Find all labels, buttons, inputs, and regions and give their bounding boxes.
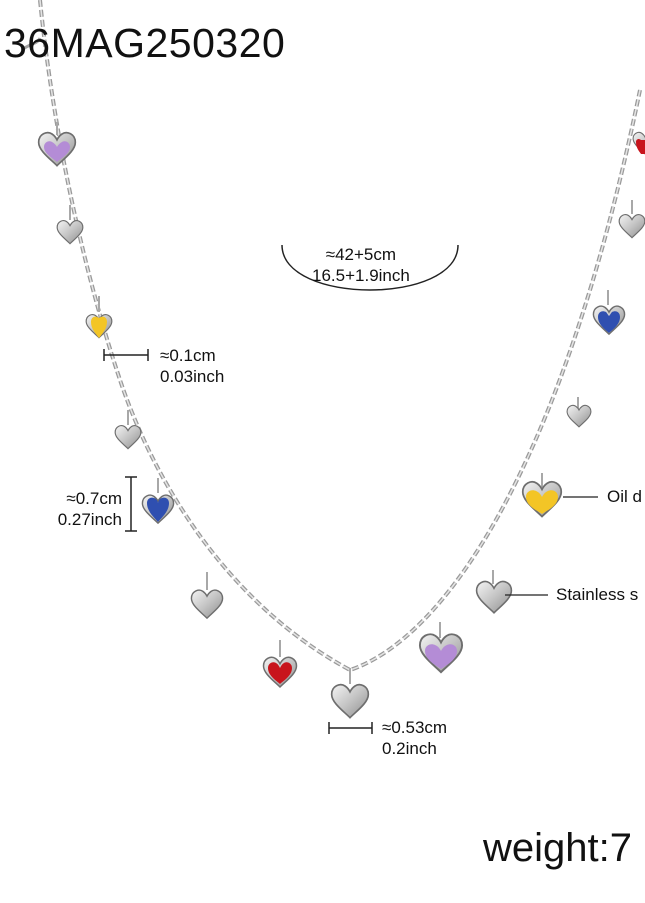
- heart-silver: [618, 213, 645, 239]
- length-inch: 16.5+1.9inch: [312, 266, 410, 285]
- heart-width-marker: [328, 722, 373, 734]
- heart-width-inch: 0.2inch: [382, 739, 437, 758]
- heart-blue-right: [592, 305, 626, 335]
- product-code: 36MAG250320: [4, 20, 286, 66]
- length-cm: ≈42+5cm: [325, 245, 397, 264]
- chain-width-label: ≈0.1cm 0.03inch: [160, 345, 224, 387]
- heart-red: [262, 656, 298, 688]
- chain-width-marker: [103, 349, 149, 361]
- heart-red-edge: [632, 131, 645, 155]
- heart-silver-center: [330, 683, 370, 719]
- weight-label: weight:7: [483, 826, 632, 870]
- heart-silver: [190, 589, 224, 619]
- heart-height-inch: 0.27inch: [57, 510, 122, 529]
- heart-yellow-left: [85, 313, 113, 339]
- length-label: ≈42+5cm 16.5+1.9inch: [312, 244, 410, 286]
- steel-callout: Stainless s: [556, 585, 639, 604]
- heart-yellow-right: [521, 480, 563, 518]
- heart-blue-left: [141, 494, 175, 525]
- chain: [38, 0, 642, 673]
- heart-height-marker: [125, 476, 137, 532]
- heart-height-label: ≈0.7cm 0.27inch: [44, 488, 122, 530]
- heart-purple-top: [37, 131, 77, 167]
- chain-width-inch: 0.03inch: [160, 367, 225, 386]
- length-arc: [281, 244, 459, 291]
- heart-silver: [475, 580, 513, 614]
- heart-height-cm: ≈0.7cm: [66, 489, 122, 508]
- heart-silver: [114, 424, 142, 450]
- heart-width-cm: ≈0.53cm: [382, 718, 448, 737]
- oil-callout: Oil d: [607, 487, 642, 506]
- chain-width-cm: ≈0.1cm: [160, 346, 216, 365]
- heart-width-label: ≈0.53cm 0.2inch: [382, 717, 447, 759]
- heart-purple-right: [418, 633, 464, 674]
